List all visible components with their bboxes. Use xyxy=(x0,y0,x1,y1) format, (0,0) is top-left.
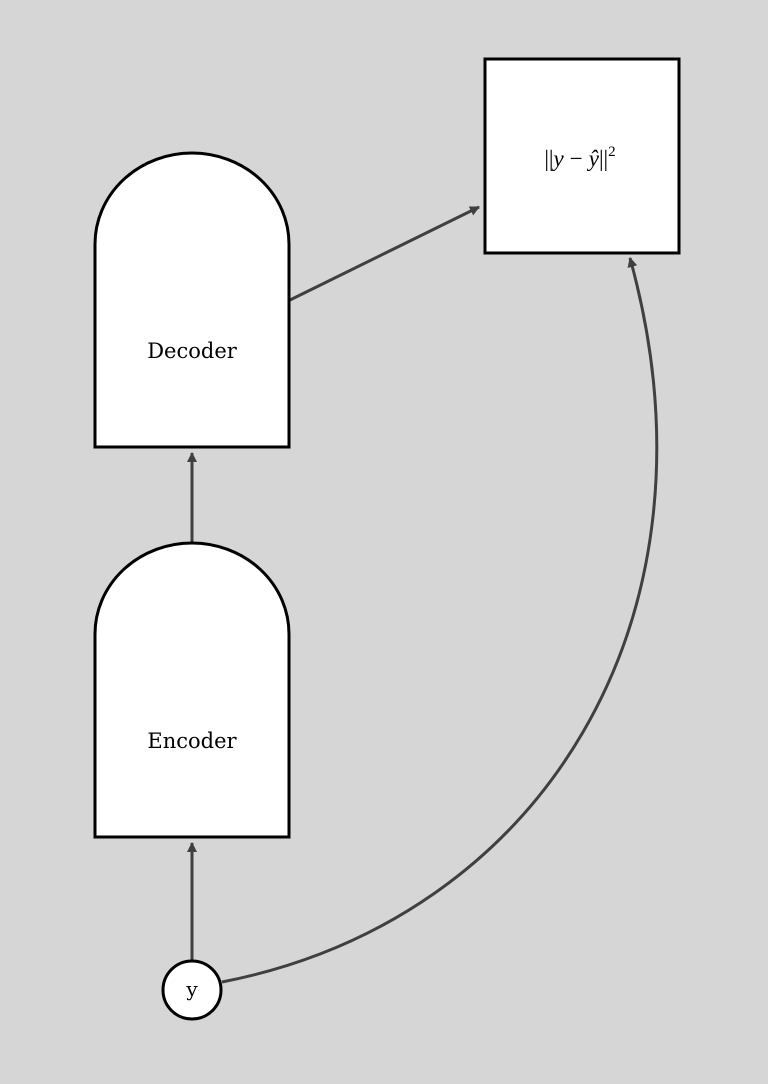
edge-decoder-to-loss xyxy=(289,205,480,302)
decoder-node: Decoder xyxy=(93,151,291,449)
loss-minus: − xyxy=(570,146,583,171)
input-node: y xyxy=(161,959,223,1021)
loss-yhat: ŷ xyxy=(587,146,600,171)
loss-exponent: 2 xyxy=(608,144,616,160)
decoder-label: Decoder xyxy=(147,339,238,363)
loss-formula: ||y−ŷ||2 xyxy=(544,144,615,171)
loss-box xyxy=(483,57,681,255)
encoder-shape xyxy=(93,541,291,839)
loss-y: y xyxy=(552,146,565,171)
edge-input-to-loss xyxy=(221,257,659,984)
input-label: y xyxy=(185,977,198,1001)
loss-close-norm: || xyxy=(599,146,608,171)
loss-node: ||y−ŷ||2 xyxy=(483,57,681,255)
input-circle xyxy=(161,959,223,1021)
decoder-shape xyxy=(93,151,291,449)
encoder-label: Encoder xyxy=(147,729,237,753)
loss-open-norm: || xyxy=(544,146,553,171)
encoder-node: Encoder xyxy=(93,541,291,839)
